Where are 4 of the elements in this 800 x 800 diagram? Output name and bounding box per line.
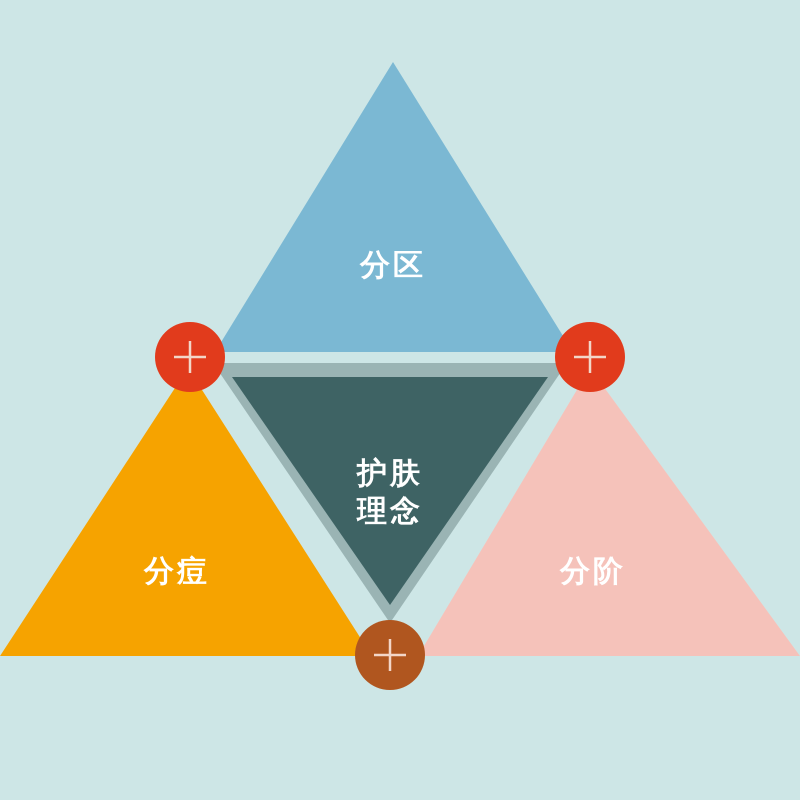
triangle-label: 分阶 bbox=[558, 553, 627, 591]
triangle-label: 分痘 bbox=[142, 553, 211, 591]
triangle-label: 护肤理念 bbox=[355, 455, 424, 531]
triangle-label: 分区 bbox=[358, 247, 427, 285]
